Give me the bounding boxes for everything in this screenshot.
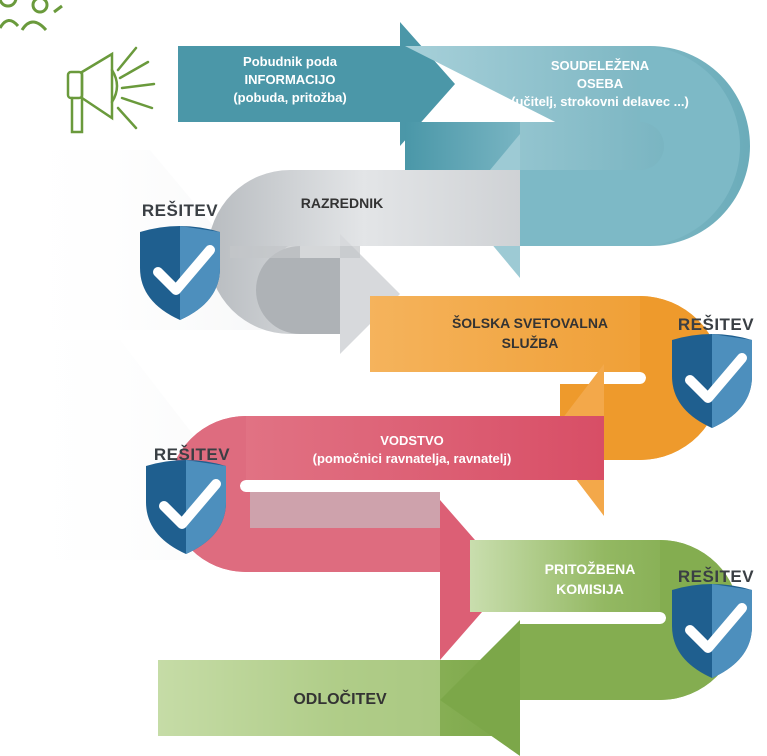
initiator-label: Pobudnik poda INFORMACIJO (pobuda, prito…: [233, 54, 346, 105]
stage-band-complaints: [470, 540, 740, 700]
initiator-line2: INFORMACIJO: [245, 72, 336, 87]
resolution-label-4: REŠITEV: [678, 567, 754, 586]
counseling-line2: SLUŽBA: [502, 334, 559, 351]
stage-band-class-teacher: [208, 170, 520, 354]
resolution-label-1: REŠITEV: [142, 201, 218, 220]
class-teacher-label: RAZREDNIK: [301, 195, 383, 211]
stage-band-decision: [158, 620, 520, 756]
resolution-label-3: REŠITEV: [154, 445, 230, 464]
decision-label: ODLOČITEV: [293, 689, 387, 708]
participant-label: SOUDELEŽENA OSEBA (učitelj, strokovni de…: [511, 58, 689, 109]
resolution-label-2: REŠITEV: [678, 315, 754, 334]
management-line1: VODSTVO: [380, 433, 444, 448]
initiator-line3: (pobuda, pritožba): [233, 90, 346, 105]
shield-check-icon: [140, 226, 220, 320]
people-icon: [0, 0, 63, 32]
megaphone-icon: [66, 46, 156, 134]
participant-line3: (učitelj, strokovni delavec ...): [511, 94, 689, 109]
initiator-line1: Pobudnik poda: [243, 54, 338, 69]
management-line2: (pomočnici ravnatelja, ravnatelj): [313, 451, 512, 466]
complaints-line1: PRITOŽBENA: [545, 560, 636, 577]
participant-line1: SOUDELEŽENA: [551, 58, 650, 73]
shield-check-icon: [146, 460, 226, 554]
shield-check-icon: [672, 334, 752, 428]
complaints-label: PRITOŽBENA KOMISIJA: [545, 560, 636, 597]
shield-check-icon: [672, 584, 752, 678]
counseling-line1: ŠOLSKA SVETOVALNA: [452, 314, 608, 331]
participant-line2: OSEBA: [577, 76, 624, 91]
management-label: VODSTVO (pomočnici ravnatelja, ravnatelj…: [313, 433, 512, 466]
complaints-line2: KOMISIJA: [556, 581, 624, 597]
counseling-label: ŠOLSKA SVETOVALNA SLUŽBA: [452, 314, 608, 351]
